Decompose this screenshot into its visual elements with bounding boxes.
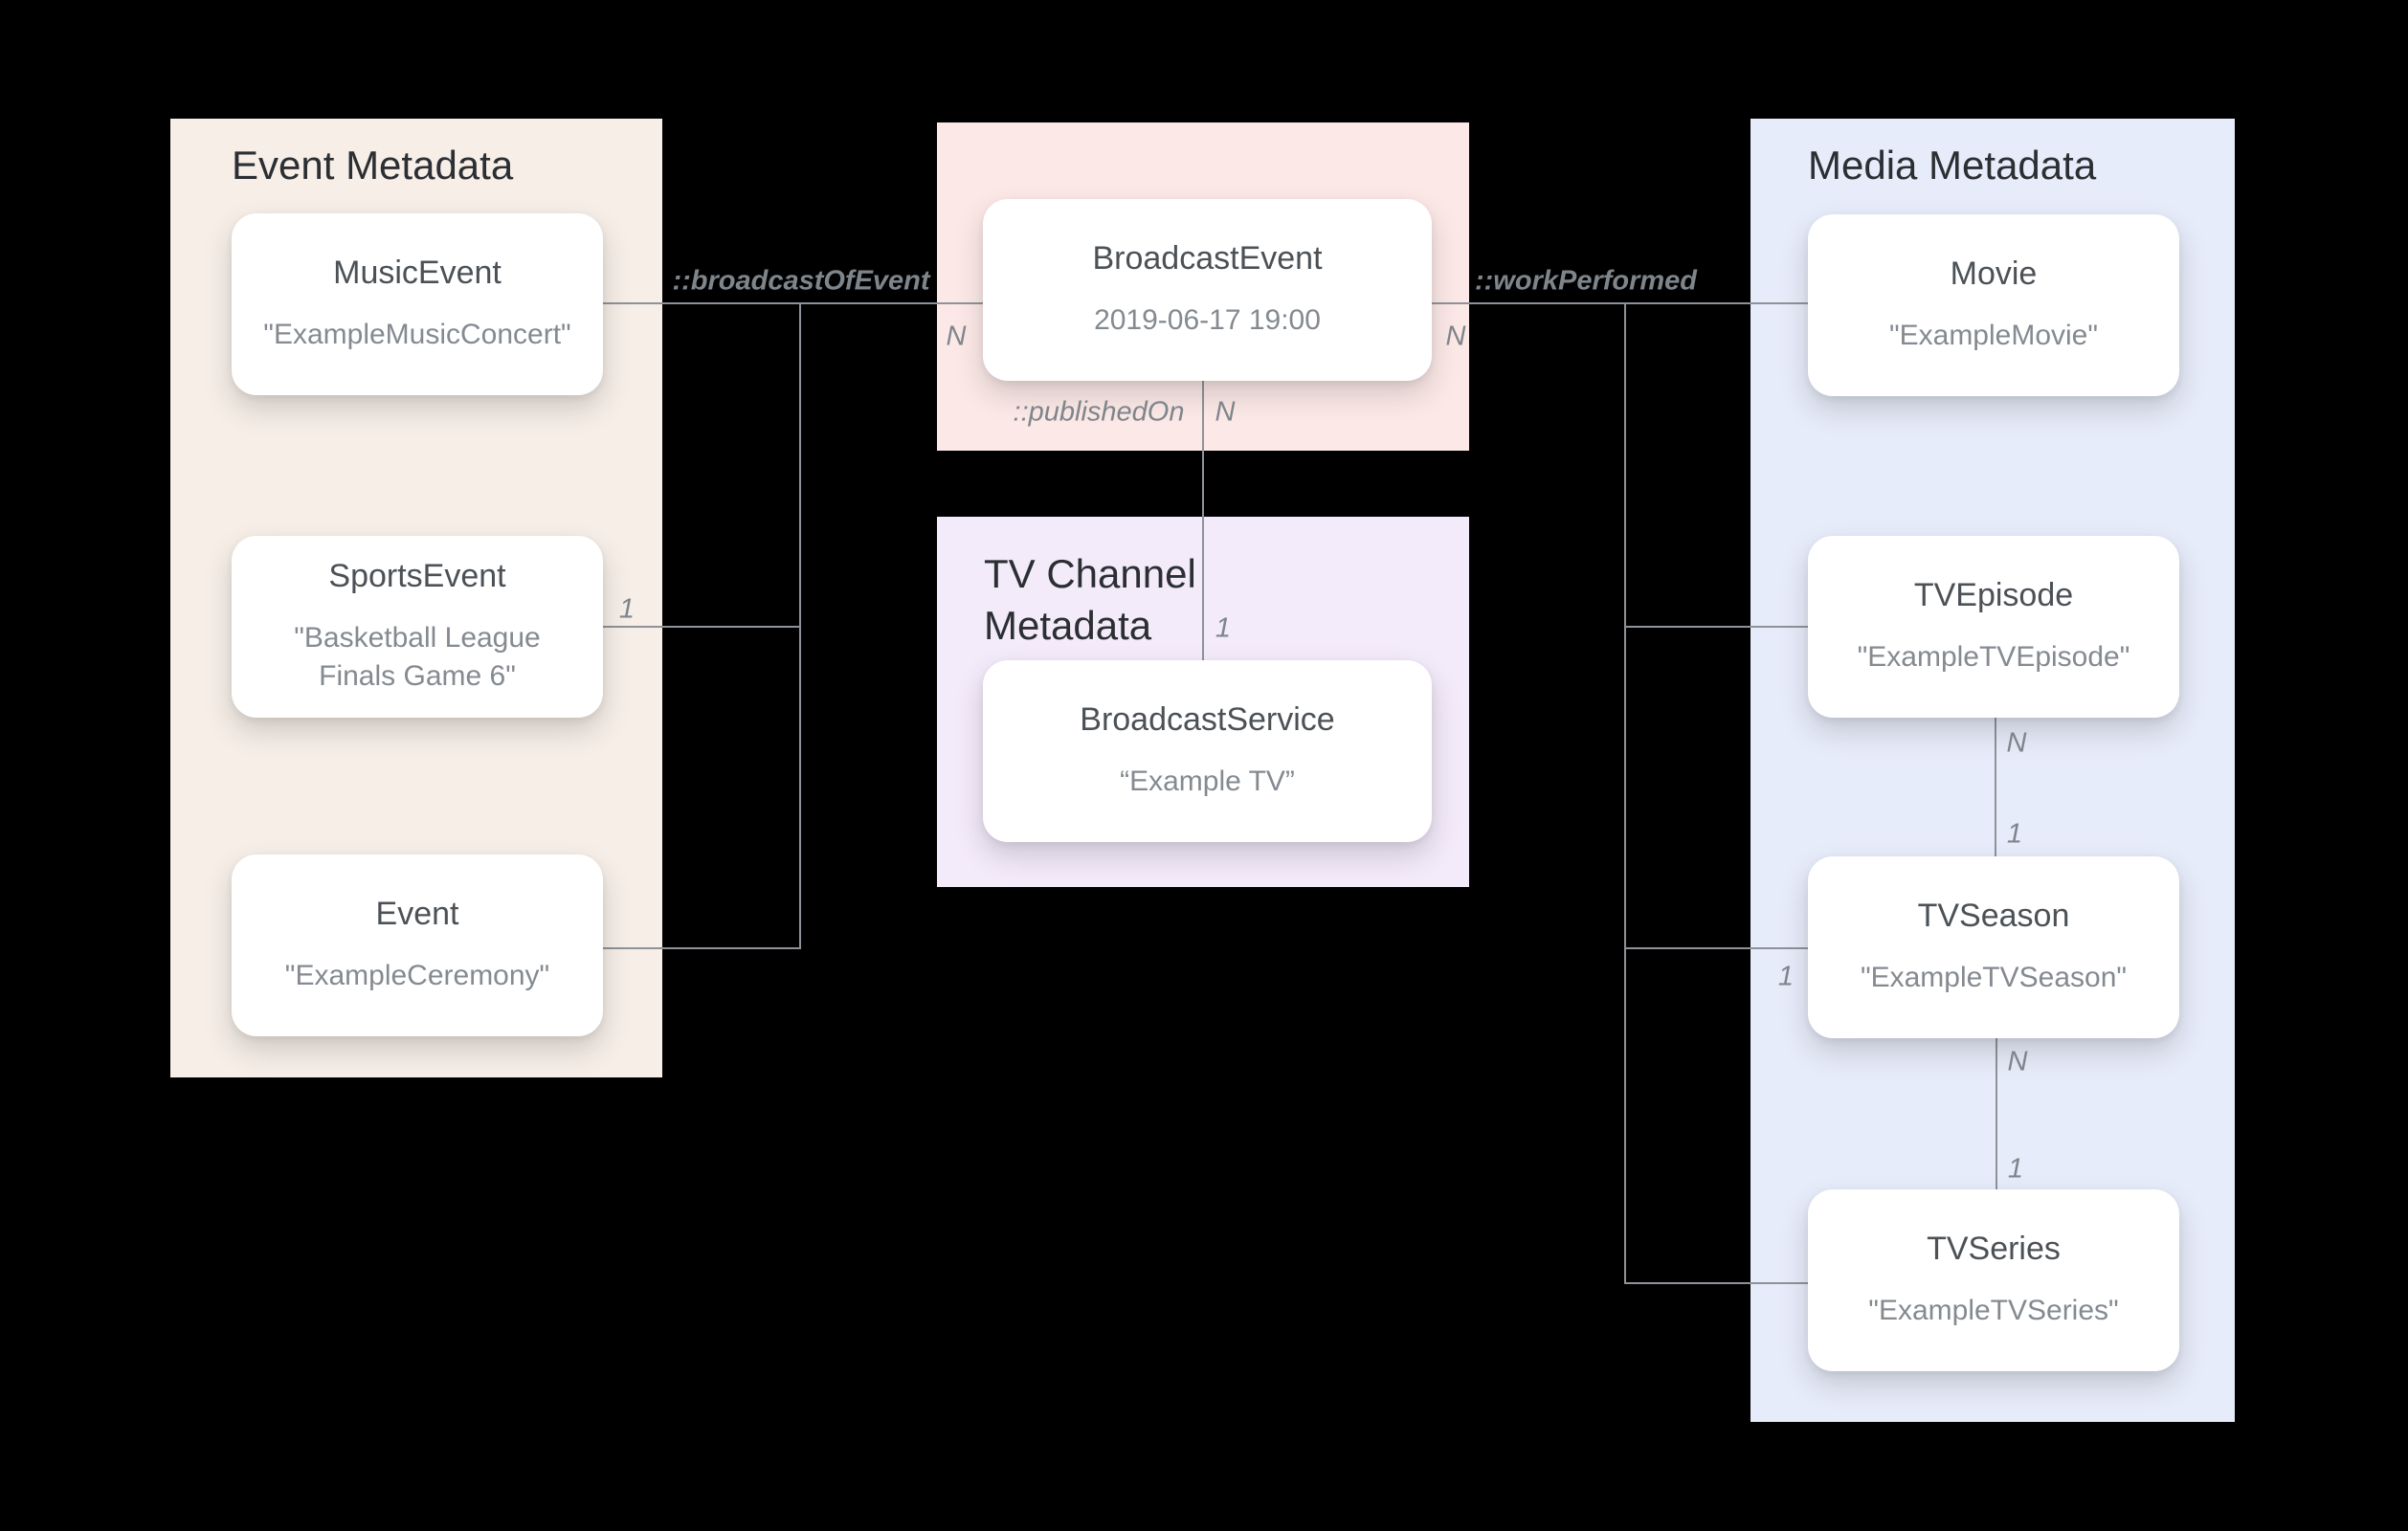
panel-title-tv-channel-metadata: TV Channel Metadata xyxy=(984,551,1196,648)
cardinality-broadcast-movie-n: N xyxy=(1445,321,1466,352)
node-title: Movie xyxy=(1950,255,2038,292)
node-title: TVEpisode xyxy=(1913,576,2074,613)
cardinality-music-broadcast-n: N xyxy=(946,321,967,352)
connector-left-trunk xyxy=(799,302,801,949)
cardinality-published-on-1: 1 xyxy=(1215,612,1232,644)
panel-title-media-metadata: Media Metadata xyxy=(1808,143,2097,188)
cardinality-sports-event-1: 1 xyxy=(618,593,635,625)
cardinality-published-on-n: N xyxy=(1215,396,1236,428)
cardinality-season-trunk-1: 1 xyxy=(1777,961,1795,992)
connector-work-performed xyxy=(1432,302,1808,304)
node-tv-series: TVSeries "ExampleTVSeries" xyxy=(1808,1189,2179,1371)
node-title: Event xyxy=(375,895,459,932)
edge-label-published-on: ::publishedOn xyxy=(1013,396,1185,428)
node-broadcast-service: BroadcastService “Example TV” xyxy=(983,660,1432,842)
node-title: SportsEvent xyxy=(328,557,506,594)
cardinality-season-series-n: N xyxy=(2007,1046,2028,1077)
node-broadcast-event: BroadcastEvent 2019-06-17 19:00 xyxy=(983,199,1432,381)
node-subtitle: "ExampleTVSeries" xyxy=(1868,1294,2119,1326)
node-title: TVSeries xyxy=(1927,1230,2061,1267)
node-subtitle: "ExampleTVSeason" xyxy=(1860,961,2128,993)
node-tv-episode: TVEpisode "ExampleTVEpisode" xyxy=(1808,536,2179,718)
cardinality-season-series-1: 1 xyxy=(2007,1153,2024,1185)
connector-event-branch xyxy=(603,947,800,949)
connector-season-series xyxy=(1996,1038,1997,1189)
connector-published-on xyxy=(1202,380,1204,660)
node-subtitle: "ExampleTVEpisode" xyxy=(1857,640,2130,673)
node-subtitle: "Basketball League Finals Game 6" xyxy=(294,621,541,693)
node-subtitle: "ExampleCeremony" xyxy=(284,959,550,991)
panel-title-event-metadata: Event Metadata xyxy=(232,143,514,188)
connector-sports-event-branch xyxy=(603,626,800,628)
node-title: BroadcastService xyxy=(1080,700,1335,738)
connector-episode-season xyxy=(1995,718,1996,856)
edge-label-work-performed: ::workPerformed xyxy=(1474,265,1698,297)
node-subtitle: “Example TV” xyxy=(1120,765,1295,797)
cardinality-episode-season-1: 1 xyxy=(2006,818,2023,850)
node-tv-season: TVSeason "ExampleTVSeason" xyxy=(1808,856,2179,1038)
connector-tv-episode-branch xyxy=(1624,626,1808,628)
node-subtitle: "ExampleMovie" xyxy=(1888,319,2099,351)
node-music-event: MusicEvent "ExampleMusicConcert" xyxy=(232,213,603,395)
connector-tv-series-branch xyxy=(1624,1282,1808,1284)
node-title: MusicEvent xyxy=(333,254,502,291)
edge-label-broadcast-of-event: ::broadcastOfEvent xyxy=(672,265,930,297)
connector-broadcast-of-event xyxy=(603,302,983,304)
node-title: TVSeason xyxy=(1917,897,2070,934)
node-title: BroadcastEvent xyxy=(1092,239,1323,277)
cardinality-episode-season-n: N xyxy=(2006,727,2027,759)
node-subtitle: "ExampleMusicConcert" xyxy=(263,318,571,350)
connector-tv-season-branch xyxy=(1624,947,1808,949)
connector-right-trunk xyxy=(1624,302,1626,1284)
node-sports-event: SportsEvent "Basketball League Finals Ga… xyxy=(232,536,603,718)
node-subtitle: 2019-06-17 19:00 xyxy=(1094,303,1321,336)
node-movie: Movie "ExampleMovie" xyxy=(1808,214,2179,396)
node-event: Event "ExampleCeremony" xyxy=(232,854,603,1036)
